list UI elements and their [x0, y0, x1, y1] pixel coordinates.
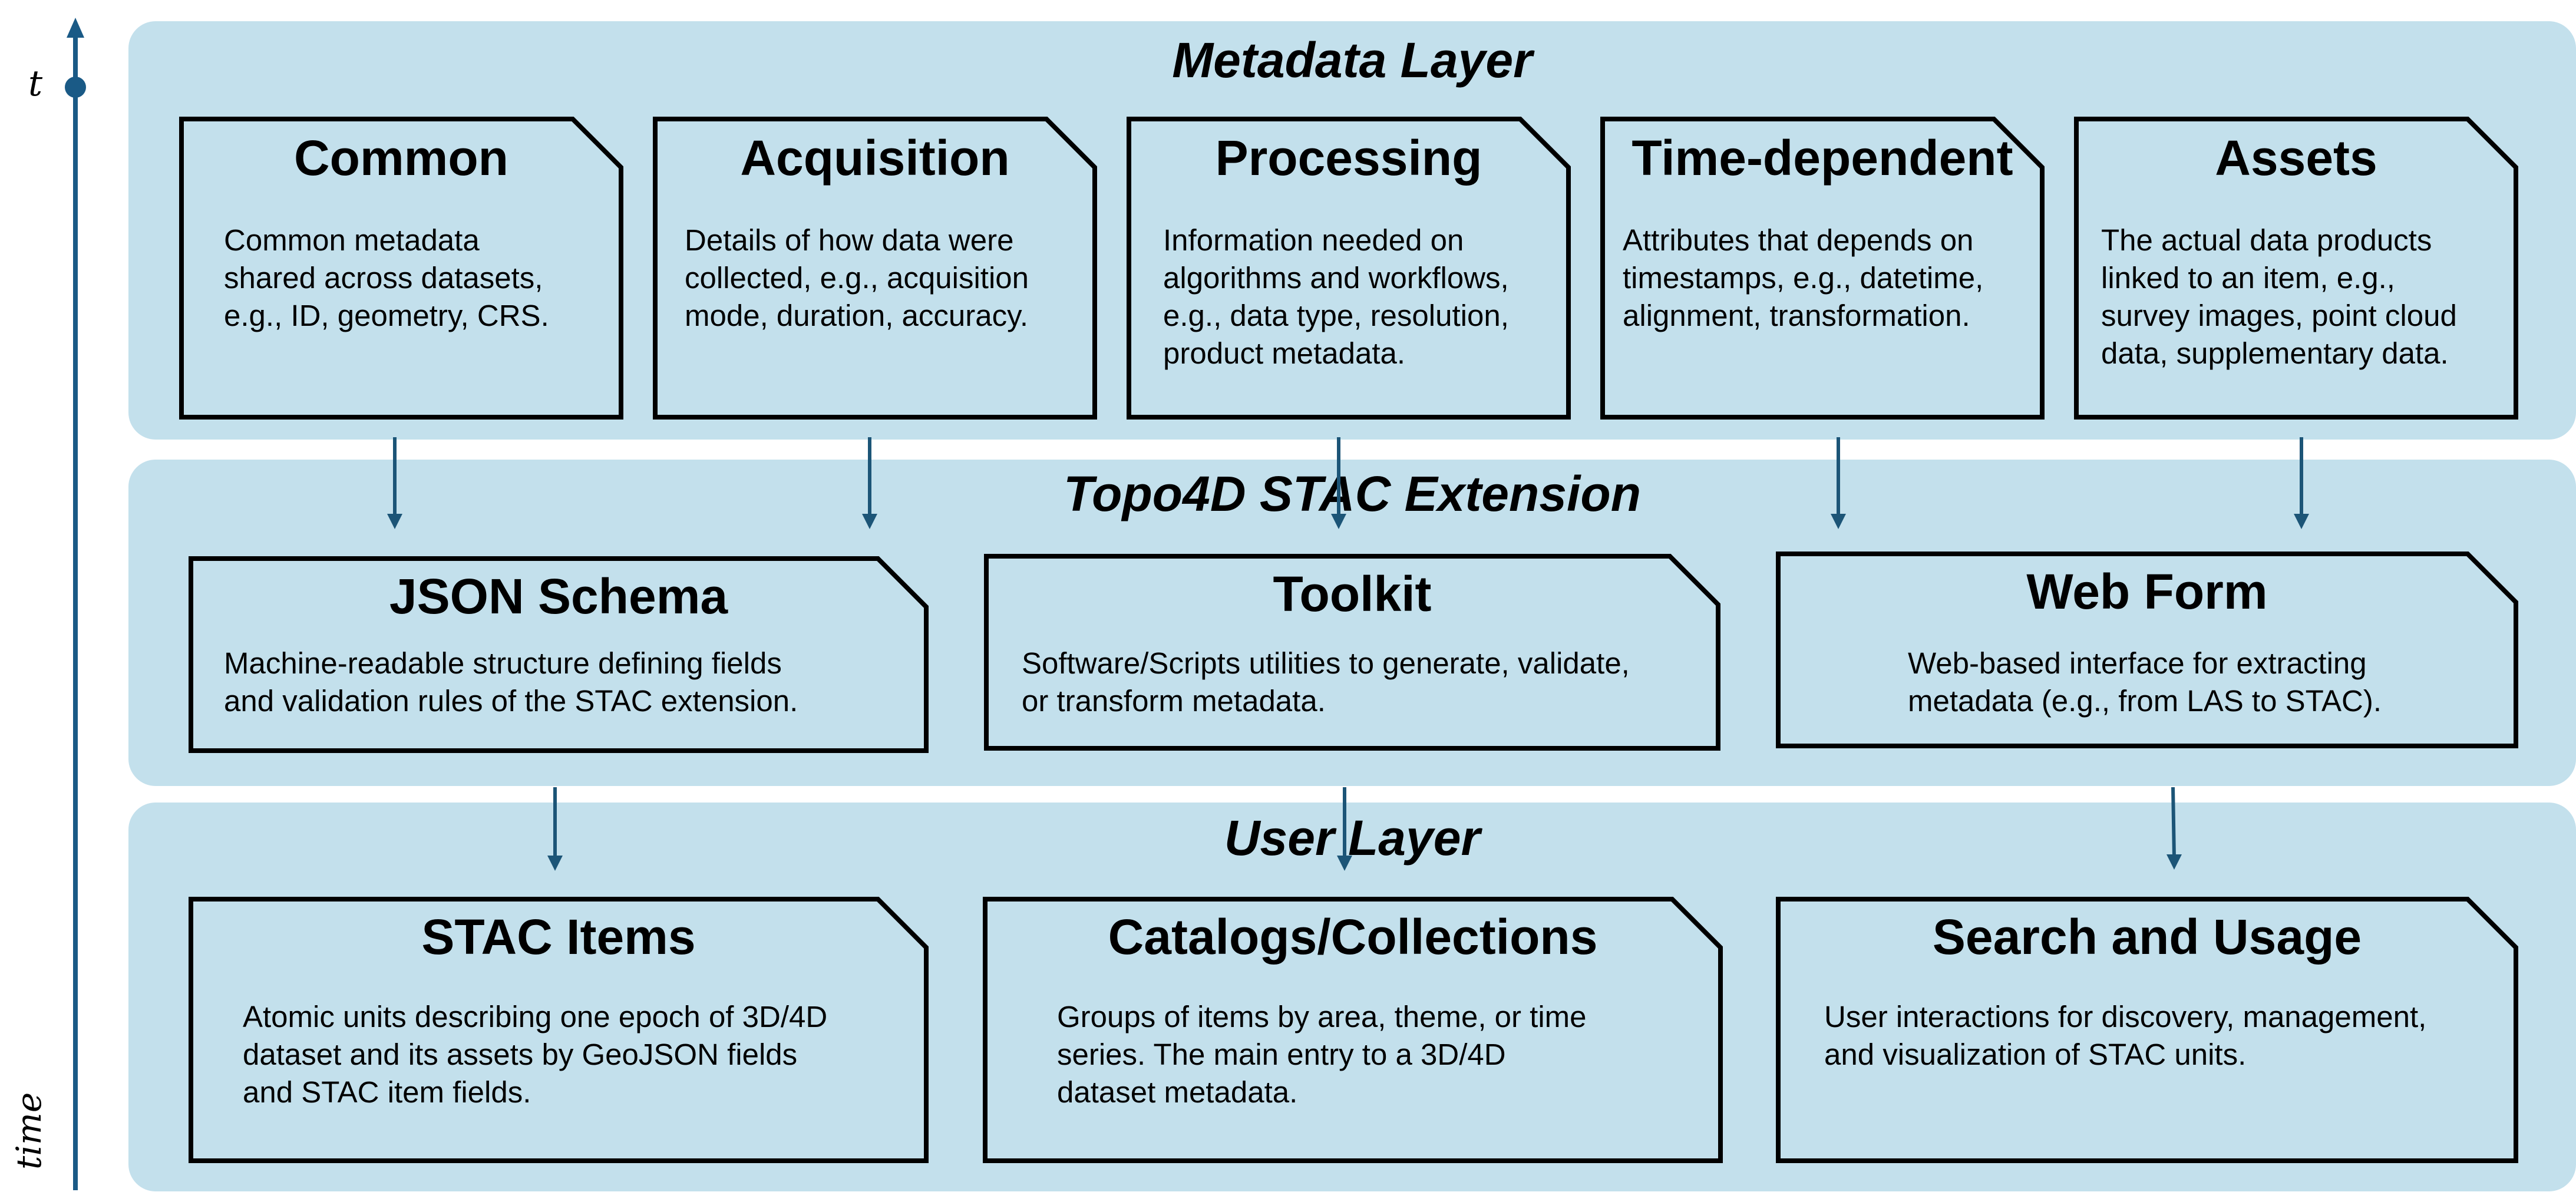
card-frame	[189, 556, 929, 753]
card-title: Time-dependent	[1632, 130, 2013, 186]
connector-arrow	[547, 787, 563, 871]
timeline-marker	[65, 77, 86, 98]
card-frame	[179, 117, 623, 420]
timeline-top-label: t	[28, 63, 43, 104]
user-layer-title: User Layer	[1224, 810, 1481, 866]
connector-arrow	[387, 437, 402, 529]
card-title: Search and Usage	[1932, 909, 2362, 965]
card-catalogs-collections: Catalogs/Collections Groups of items by …	[983, 897, 1723, 1163]
card-search-usage: Search and Usage User interactions for d…	[1776, 897, 2518, 1163]
card-title: STAC Items	[421, 909, 696, 965]
card-frame	[1600, 117, 2045, 420]
card-json-schema: JSON Schema Machine-readable structure d…	[189, 556, 929, 753]
card-frame	[1776, 897, 2518, 1163]
card-description: User interactions for discovery, managem…	[1824, 1000, 2427, 1071]
user-layer: User Layer	[128, 803, 2576, 1191]
connector-arrow	[2167, 787, 2182, 870]
card-title: Web Form	[2026, 564, 2268, 619]
card-title: Acquisition	[740, 130, 1010, 186]
card-frame	[984, 554, 1720, 751]
metadata-layer-title: Metadata Layer	[1172, 32, 1533, 88]
card-frame	[1776, 552, 2518, 748]
timeline-axis	[65, 18, 86, 1190]
card-description: Software/Scripts utilities to generate, …	[1022, 646, 1630, 718]
connector-arrow	[1831, 437, 1846, 529]
card-title: Common	[294, 130, 508, 186]
card-time-dependent: Time-dependent Attributes that depends o…	[1600, 117, 2045, 420]
card-title: Toolkit	[1273, 566, 1432, 622]
extension-layer: Topo4D STAC Extension	[128, 460, 2576, 786]
card-title: Catalogs/Collections	[1108, 909, 1598, 965]
card-description: Machine-readable structure defining fiel…	[224, 646, 798, 718]
card-title: Processing	[1215, 130, 1482, 186]
card-frame	[189, 897, 929, 1163]
extension-layer-title: Topo4D STAC Extension	[1063, 466, 1642, 521]
card-frame	[1127, 117, 1571, 420]
connector-arrow	[862, 437, 877, 529]
card-title: Assets	[2215, 130, 2377, 186]
connector-arrow	[2294, 437, 2309, 529]
card-toolkit: Toolkit Software/Scripts utilities to ge…	[984, 554, 1720, 751]
metadata-layer: Metadata Layer	[128, 21, 2576, 440]
card-stac-items: STAC Items Atomic units describing one e…	[189, 897, 929, 1163]
card-web-form: Web Form Web-based interface for extract…	[1776, 552, 2518, 748]
connector-arrow	[1337, 787, 1352, 871]
card-frame	[2074, 117, 2518, 420]
card-title: JSON Schema	[389, 569, 728, 624]
card-frame	[653, 117, 1097, 420]
connector-arrow	[1331, 437, 1346, 529]
card-frame	[983, 897, 1723, 1163]
card-description: Atomic units describing one epoch of 3D/…	[243, 1000, 828, 1109]
